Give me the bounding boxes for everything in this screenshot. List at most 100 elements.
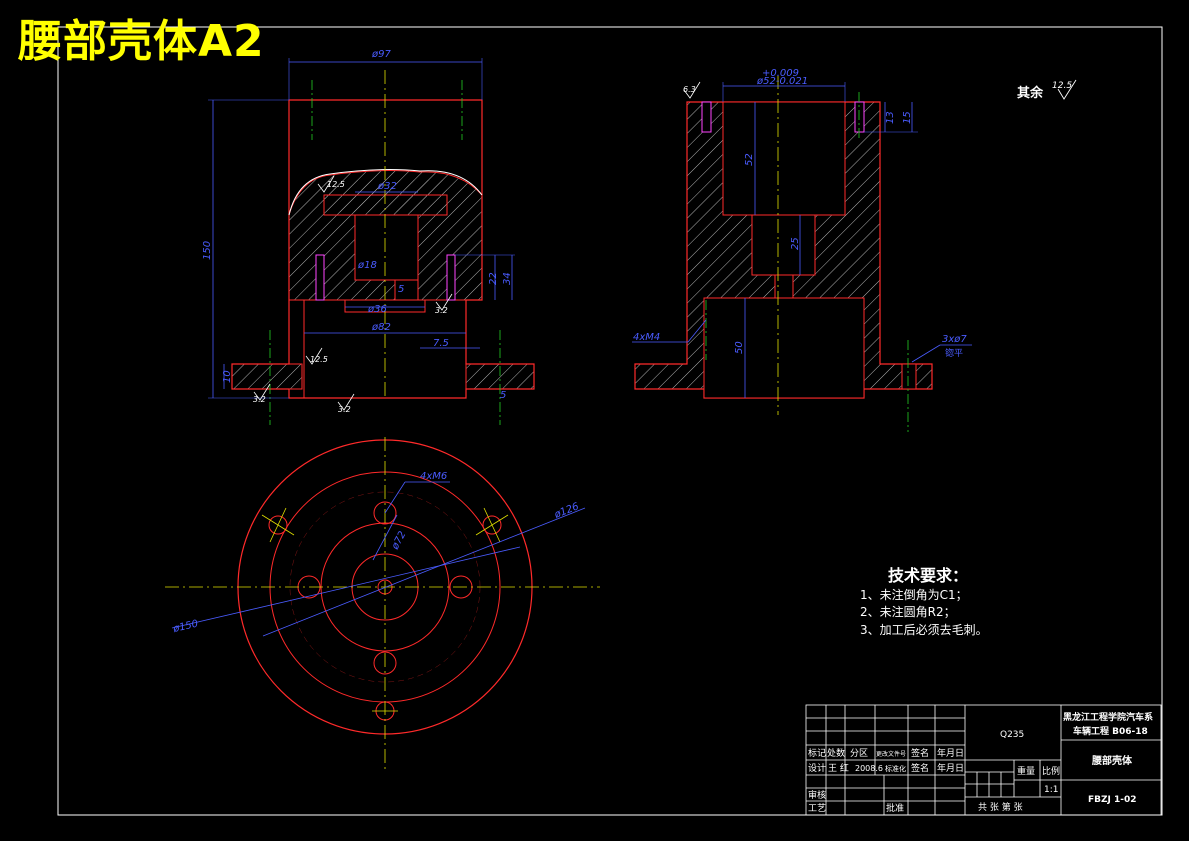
dim-bottom-gap: 5 [500, 390, 506, 401]
front-hatch-top-insert [324, 180, 447, 212]
side-mid-bore [751, 214, 816, 276]
roughness-value: 6.3 [683, 85, 696, 94]
dim-tol-upper: +0.009 [762, 68, 799, 79]
requirement-item: 1、未注倒角为C1； [860, 587, 968, 602]
tb-scale-value: 1:1 [1044, 785, 1058, 795]
dim-tol-d: 5 [398, 284, 404, 295]
front-outline [231, 99, 535, 399]
roughness-value: 12.5 [1052, 81, 1072, 91]
dim-base-step: ø36 [367, 304, 387, 315]
top-axis-ne2 [483, 507, 501, 543]
roughness-symbol [1057, 79, 1077, 100]
title-block [805, 704, 1162, 816]
tb-designer-cell: 年月日 [937, 762, 964, 774]
tb-drawing-no: FBZJ 1-02 [1088, 795, 1137, 805]
tb-header-cell: 标记 [808, 747, 826, 759]
tb-material: Q235 [1000, 730, 1024, 740]
side-hole-right [854, 101, 865, 133]
tb-scale-label: 比例 [1042, 765, 1060, 777]
dim-base-inner: ø82 [371, 322, 391, 333]
sheet-frame [57, 26, 1163, 816]
side-view: +0.009 ø52-0.021 52 25 50 13 15 4xM4 3xø… [632, 68, 972, 432]
dim-inner-pcd: ø72 [389, 530, 408, 553]
dim-right-a: 13 [885, 111, 896, 124]
tb-school: 黑龙江工程学院汽车系 [1063, 711, 1153, 723]
leader-thread-right-diag [911, 344, 941, 363]
tb-header-cell: 签名 [911, 747, 929, 759]
side-hole-left [701, 101, 712, 133]
tb-header-cell: 分区 [850, 748, 868, 759]
requirements-heading: 技术要求： [888, 566, 968, 585]
dim-thread-right-note: 锪平 [945, 347, 963, 359]
dim-holes: 4xM6 [420, 471, 447, 482]
roughness-symbol [683, 81, 701, 99]
dim-line-inner-pcd [372, 514, 398, 561]
top-flange-hole-ne [482, 515, 502, 535]
leader-thread-left-diag [687, 319, 707, 343]
dim-inner-top: ø32 [377, 181, 397, 192]
top-axis-nw2 [269, 507, 287, 543]
tb-header-cell: 更改文件号 [876, 750, 906, 758]
tb-designer-cell: 设计 [808, 762, 826, 774]
dim-top-width: ø97 [371, 49, 391, 60]
requirement-item: 3、加工后必须去毛刺。 [860, 623, 988, 637]
roughness-symbol [317, 175, 335, 193]
other-roughness-note: 其余 12.5 [1017, 79, 1077, 101]
dim-lower: 50 [734, 341, 745, 354]
tb-designer-cell: 2008.6 [855, 764, 883, 773]
dim-groove-b: 34 [502, 272, 513, 285]
front-stud-left [315, 254, 325, 301]
roughness-value: 12.5 [310, 355, 328, 364]
front-view: ø97 150 ø32 ø18 ø82 ø36 7.5 10 22 34 5 5… [202, 49, 535, 425]
dim-right-b: 15 [902, 111, 913, 124]
dim-bore: ø18 [357, 260, 377, 271]
roughness-symbol [435, 293, 453, 311]
tb-part-name: 腰部壳体 [1091, 754, 1133, 767]
technical-requirements: 技术要求： 1、未注倒角为C1； 2、未注圆角R2； 3、加工后必须去毛刺。 [860, 566, 988, 637]
tb-header-cell: 年月日 [937, 747, 964, 759]
top-flange-hole-nw [268, 515, 288, 535]
tb-designer-cell: 王 红 [828, 762, 849, 774]
tb-weight-label: 重量 [1017, 765, 1035, 777]
dim-pcd: ø126 [552, 501, 580, 521]
dim-depth: 52 [744, 153, 755, 166]
dim-right-offset: 7.5 [433, 338, 449, 349]
dim-line-pcd [262, 507, 586, 637]
tb-review-label: 审核 [808, 789, 826, 801]
top-view: 4xM6 ø72 ø126 ø150 [165, 437, 600, 772]
tb-approve-label: 批准 [886, 802, 904, 814]
side-upper-cavity [722, 101, 846, 216]
tb-designer-cell: 标准化 [885, 764, 906, 773]
side-flange-hole [901, 363, 917, 390]
sheet-title: 腰部壳体A2 [18, 16, 265, 67]
dim-outer: ø150 [171, 619, 199, 636]
tb-header-cell: 处数 [827, 747, 845, 759]
front-stud-right [446, 254, 456, 301]
roughness-value: 3.2 [253, 395, 266, 404]
dim-groove-a: 22 [488, 272, 499, 285]
tb-sheets-label: 共 张 第 张 [978, 801, 1023, 813]
dim-line-outer [171, 546, 521, 629]
top-hole-s [373, 651, 397, 675]
roughness-symbol [253, 383, 271, 401]
dim-thread-left: 4xM4 [633, 332, 660, 343]
other-roughness-label: 其余 [1017, 85, 1044, 101]
roughness-value: 12.5 [327, 180, 345, 189]
dim-flange-thk: 10 [222, 370, 233, 383]
roughness-symbol [305, 347, 323, 365]
dim-tol-main: ø52-0.021 [756, 76, 808, 87]
front-top-recess [323, 194, 448, 216]
dim-line-holes [384, 481, 406, 514]
roughness-symbol [337, 393, 355, 411]
tb-process-label: 工艺 [808, 803, 826, 814]
dim-height: 150 [202, 241, 213, 260]
title-block-text: 标记 处数 分区 更改文件号 签名 年月日 设计 王 红 2008.6 标准化 … [808, 711, 1153, 814]
dim-thread-right: 3xø7 [942, 334, 967, 345]
side-lower-cavity [703, 297, 865, 399]
front-hatch-flange-left [231, 363, 303, 390]
front-break-line [288, 169, 483, 216]
roughness-value: 3.2 [435, 306, 448, 315]
dim-mid: 25 [790, 237, 801, 250]
requirement-item: 2、未注圆角R2； [860, 604, 956, 619]
